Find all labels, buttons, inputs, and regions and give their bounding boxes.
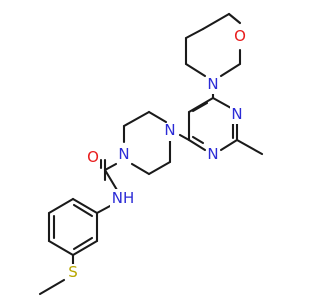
piperazine-nitrogen-label: N: [164, 121, 175, 139]
bond: [72, 203, 94, 218]
bond: [187, 138, 207, 152]
morpholine-ring: [184, 12, 242, 78]
bond: [38, 278, 66, 296]
bond: [47, 197, 75, 215]
bond: [191, 101, 209, 113]
sulfur-label: S: [68, 263, 78, 281]
benzene-ring: [47, 197, 99, 257]
bond: [235, 138, 264, 156]
piperazine-ring: [122, 110, 172, 176]
bond: [201, 12, 231, 31]
amide-nh-label: NH: [112, 189, 135, 207]
bond: [95, 204, 112, 215]
bond: [71, 239, 99, 257]
bond: [219, 62, 242, 78]
bond: [147, 110, 168, 124]
methylthio-group: [38, 253, 75, 296]
bond: [187, 96, 215, 114]
bond: [122, 110, 151, 128]
bond: [211, 96, 233, 110]
bond: [184, 62, 207, 78]
bond: [72, 236, 94, 251]
bond: [227, 12, 242, 25]
structure-drawing: O N N N N N O NH S: [38, 12, 264, 296]
molecule-structure: O N N N N N O NH S: [38, 12, 264, 296]
bond: [178, 133, 191, 142]
piperazine-nitrogen-label: N: [118, 145, 129, 163]
bond: [130, 162, 151, 176]
morpholine-nitrogen-label: N: [207, 75, 218, 93]
carbonyl-oxygen-label: O: [87, 148, 99, 166]
bond: [47, 239, 75, 257]
atom-labels: O N N N N N O NH S: [66, 26, 247, 282]
bond: [184, 27, 205, 40]
bond: [219, 138, 239, 152]
bond: [71, 197, 99, 215]
carboxamide-group: [99, 158, 119, 192]
bond: [103, 162, 118, 172]
bond: [147, 160, 172, 176]
pyrimidine-nitrogen-label: N: [231, 105, 242, 123]
morpholine-oxygen-label: O: [234, 27, 246, 45]
pyrimidine-nitrogen-label: N: [207, 145, 218, 163]
pyrimidine-ring: [187, 96, 239, 152]
bond: [103, 168, 119, 192]
bond: [191, 135, 205, 145]
